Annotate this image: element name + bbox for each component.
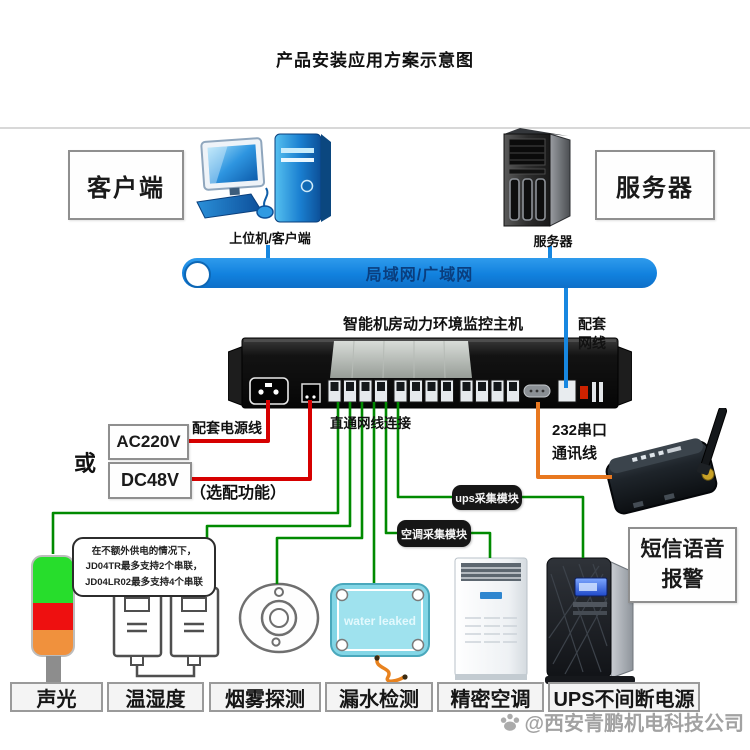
host-title: 智能机房动力环境监控主机 — [342, 316, 523, 333]
label-sound-light: 声光 — [10, 682, 103, 712]
serial-cable-line1: 232串口 — [552, 422, 608, 439]
pipe-end-cap — [184, 261, 211, 288]
straight-cable-label: 直通网线连接 — [330, 416, 411, 431]
temp-humidity-sensors-illustration — [112, 586, 220, 678]
network-pipe-label: 局域网/广域网 — [365, 267, 474, 284]
label-smoke: 烟雾探测 — [209, 682, 321, 712]
label-ups-text: UPS不间断电源 — [553, 688, 695, 711]
watermark-text: @西安青鹏机电科技公司 — [524, 713, 744, 735]
server-illustration — [503, 128, 571, 227]
dc48v-label: DC48V — [120, 470, 180, 490]
sms-alarm-line2: 报警 — [661, 568, 704, 591]
wire-ac-module-to-ac — [469, 531, 492, 558]
label-precision-ac-text: 精密空调 — [450, 688, 531, 711]
optional-function-label: （选配功能） — [190, 485, 287, 502]
top-divider — [0, 127, 750, 129]
watermark: @西安青鹏机电科技公司 — [499, 707, 744, 736]
note-line3: JD04LR02最多支持4个串联 — [85, 576, 203, 588]
ac-module-label: 空调采集模块 — [401, 528, 467, 541]
client-box: 客户端 — [68, 150, 184, 220]
label-ups: UPS不间断电源 — [548, 682, 700, 712]
server-caption: 服务器 — [533, 234, 573, 249]
sms-alarm-box: 短信语音 报警 — [628, 527, 737, 603]
water-leaked-text: water leaked — [343, 614, 416, 628]
server-box: 服务器 — [595, 150, 715, 220]
note-line2: JD04TR最多支持2个串联， — [85, 561, 203, 573]
page-title: 产品安装应用方案示意图 — [276, 51, 474, 70]
ups-module-label: ups采集模块 — [455, 492, 519, 505]
sms-modem-illustration — [605, 408, 728, 515]
label-smoke-text: 烟雾探测 — [225, 688, 305, 711]
server-box-label: 服务器 — [616, 174, 694, 202]
serial-cable-label: 232串口 通讯线 — [552, 420, 607, 465]
ups-illustration — [545, 557, 635, 684]
network-pipe: 局域网/广域网 — [182, 258, 657, 288]
paw-icon — [501, 713, 520, 731]
sound-light-alarm-illustration — [31, 555, 75, 682]
label-sound-light-text: 声光 — [36, 688, 77, 711]
serial-note-bubble: 在不额外供电的情况下， JD04TR最多支持2个串联， JD04LR02最多支持… — [72, 537, 216, 597]
ac220v-label: AC220V — [116, 432, 181, 451]
client-box-label: 客户端 — [87, 174, 165, 202]
power-cable-label: 配套电源线 — [192, 420, 262, 436]
label-temp-humidity: 温湿度 — [107, 682, 204, 712]
ac-module-badge: 空调采集模块 — [397, 520, 471, 547]
serial-cable-line2: 通讯线 — [552, 444, 598, 462]
monitoring-host-illustration — [228, 337, 632, 409]
note-line1: 在不额外供电的情况下， — [91, 546, 197, 558]
or-label: 或 — [74, 451, 97, 476]
wire-ups-module-to-ups — [520, 495, 585, 558]
label-temp-humidity-text: 温湿度 — [125, 688, 186, 711]
label-water-leak-text: 漏水检测 — [339, 688, 419, 711]
smoke-detector-illustration — [238, 582, 320, 654]
precision-ac-illustration — [454, 557, 528, 680]
ac220v-box: AC220V — [108, 424, 189, 460]
label-precision-ac: 精密空调 — [437, 682, 544, 712]
water-leak-illustration: water leaked — [330, 583, 430, 683]
client-caption: 上位机/客户端 — [229, 231, 311, 246]
matching-cable-label: 配套网线 — [578, 316, 606, 351]
ups-module-badge: ups采集模块 — [452, 485, 522, 510]
label-water-leak: 漏水检测 — [325, 682, 433, 712]
dc48v-box: DC48V — [108, 462, 192, 499]
client-computer-illustration — [196, 133, 331, 223]
sms-alarm-line1: 短信语音 — [640, 537, 725, 561]
